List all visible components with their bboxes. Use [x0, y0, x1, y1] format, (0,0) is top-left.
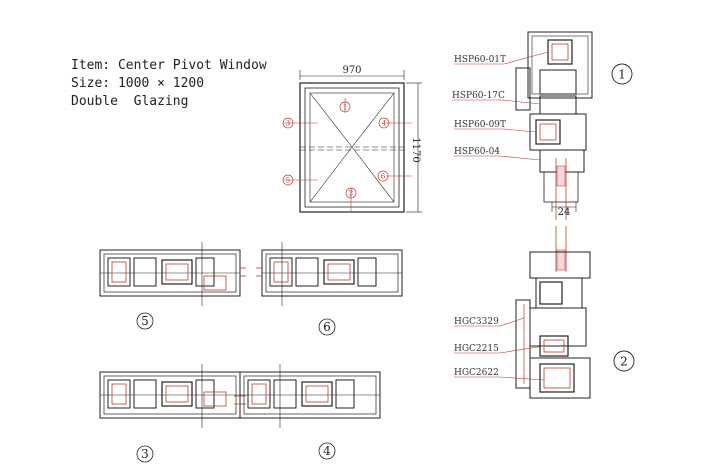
svg-text:4: 4	[323, 444, 331, 458]
section-5-drawing	[99, 242, 246, 306]
section-6-drawing	[256, 242, 403, 306]
part-label-hgc2622: HGC2622	[454, 368, 545, 381]
svg-text:2: 2	[349, 190, 353, 198]
glazing-text: Double Glazing	[71, 94, 189, 109]
part-label-hgc3329: HGC3329	[454, 317, 525, 327]
svg-text:HGC2215: HGC2215	[454, 344, 499, 354]
size-text: Size: 1000 × 1200	[71, 76, 205, 91]
section-5-number: 5	[136, 312, 154, 330]
svg-text:5: 5	[141, 314, 149, 328]
svg-text:HSP60-04: HSP60-04	[454, 147, 500, 157]
svg-text:3: 3	[286, 120, 290, 128]
glass-width-label: 24	[558, 207, 571, 218]
svg-text:5: 5	[286, 177, 290, 185]
part-label-hgc2215: HGC2215	[454, 344, 545, 354]
width-label: 970	[342, 65, 361, 76]
item-text: Item: Center Pivot Window	[71, 58, 267, 73]
part-label-hsp60-04: HSP60-04	[454, 147, 541, 161]
section-4-number: 4	[318, 442, 336, 460]
elevation-width-dimension: 970	[299, 65, 405, 80]
elevation-drawing	[283, 82, 412, 213]
svg-text:6: 6	[323, 320, 331, 334]
vertical-section-number-2: 2	[613, 350, 635, 372]
elevation-marker-1: 1	[339, 101, 351, 113]
elevation-height-dimension: 1170	[406, 82, 422, 213]
section-3-drawing	[99, 364, 246, 428]
section-6-number: 6	[318, 318, 336, 336]
svg-text:HSP60-17C: HSP60-17C	[452, 91, 505, 101]
elevation-marker-6: 6	[377, 170, 389, 182]
section-4-drawing	[234, 364, 381, 428]
svg-text:3: 3	[141, 447, 149, 461]
vertical-section-top	[515, 31, 593, 220]
svg-text:6: 6	[381, 173, 386, 181]
svg-text:1: 1	[343, 104, 347, 112]
svg-text:1: 1	[618, 68, 626, 82]
glass-width-dimension: 24	[551, 202, 577, 218]
vertical-section-number-1: 1	[611, 63, 633, 85]
elevation-marker-3: 3	[282, 117, 294, 129]
svg-text:HSP60-09T: HSP60-09T	[454, 120, 506, 130]
svg-text:HGC3329: HGC3329	[454, 317, 499, 327]
section-3-number: 3	[136, 445, 154, 463]
glass-pane	[555, 226, 567, 272]
part-label-hsp60-01t: HSP60-01T	[454, 51, 549, 65]
elevation-marker-5: 5	[282, 174, 294, 186]
svg-text:HGC2622: HGC2622	[454, 368, 499, 378]
elevation-marker-2: 2	[345, 187, 357, 199]
vertical-section-bottom	[515, 251, 591, 399]
svg-text:4: 4	[382, 120, 387, 128]
part-label-hsp60-17c: HSP60-17C	[452, 91, 541, 105]
svg-text:HSP60-01T: HSP60-01T	[454, 55, 506, 65]
svg-text:2: 2	[620, 355, 628, 369]
height-label: 1170	[410, 137, 421, 162]
elevation-marker-4: 4	[378, 117, 390, 129]
part-label-hsp60-09t: HSP60-09T	[454, 120, 537, 133]
